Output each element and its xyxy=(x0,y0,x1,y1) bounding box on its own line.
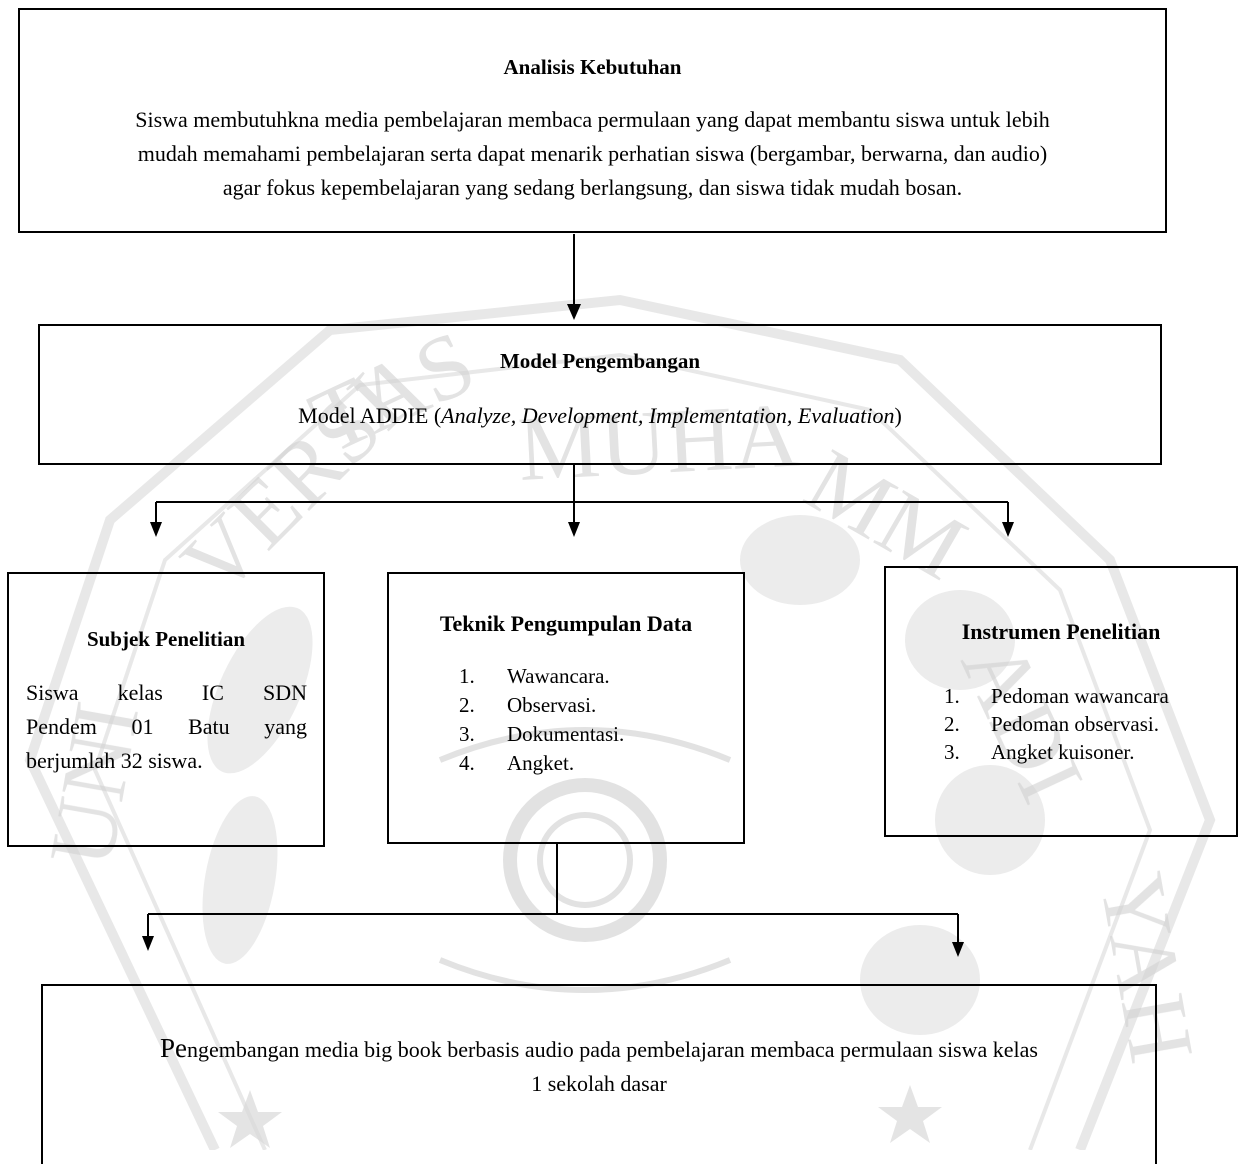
subjek-text: Siswa kelas IC SDN Pendem 01 Batu yang b… xyxy=(26,676,307,778)
list-item: 4. Angket. xyxy=(459,749,624,778)
list-text: Dokumentasi. xyxy=(507,722,625,746)
model-pengembangan-box: Model Pengembangan Model ADDIE (Analyze,… xyxy=(38,324,1162,465)
analisis-title: Analisis Kebutuhan xyxy=(503,55,682,79)
list-number: 1. xyxy=(459,664,475,688)
analisis-text: Siswa membutuhkna media pembelajaran mem… xyxy=(20,103,1165,205)
teknik-pengumpulan-box: Teknik Pengumpulan Data 1. Wawancara. 2. O… xyxy=(387,572,745,844)
hasil-pengembangan-box: Pengembangan media big book berbasis aud… xyxy=(41,984,1157,1164)
list-number: 3. xyxy=(459,722,475,746)
instrumen-penelitian-box: Instrumen Penelitian 1. Pedoman wawancara… xyxy=(884,566,1238,837)
list-text: Wawancara. xyxy=(507,664,610,688)
list-number: 2. xyxy=(459,693,475,717)
model-phases: Analyze, Development, Implementation, Ev… xyxy=(441,403,895,428)
hasil-text: Pengembangan media big book berbasis aud… xyxy=(43,1031,1155,1101)
instrumen-list: 1. Pedoman wawancara 2. Pedoman observasi.… xyxy=(944,682,1169,766)
model-suffix: ) xyxy=(894,403,902,428)
list-item: 1. Pedoman wawancara xyxy=(944,682,1169,710)
model-prefix: Model ADDIE ( xyxy=(298,403,442,428)
list-text: Angket. xyxy=(507,751,575,775)
list-text: Pedoman observasi. xyxy=(991,712,1159,736)
list-item: 3. Dokumentasi. xyxy=(459,720,624,749)
hasil-initial: Pe xyxy=(160,1033,187,1063)
teknik-list: 1. Wawancara. 2. Observasi. 3. Dokumentasi.… xyxy=(459,662,624,778)
analisis-line: agar fokus kepembelajaran yang sedang be… xyxy=(222,175,963,200)
list-item: 3. Angket kuisoner. xyxy=(944,738,1169,766)
hasil-rest: ngembangan media big book berbasis audio… xyxy=(187,1037,1038,1062)
teknik-title: Teknik Pengumpulan Data xyxy=(439,611,693,636)
subjek-line: Pendem 01 Batu yang xyxy=(26,714,307,739)
analisis-line: mudah memahami pembelajaran serta dapat … xyxy=(137,141,1048,166)
subjek-title: Subjek Penelitian xyxy=(86,627,246,651)
list-number: 2. xyxy=(944,712,960,736)
list-number: 3. xyxy=(944,740,960,764)
list-text: Angket kuisoner. xyxy=(991,740,1135,764)
list-text: Pedoman wawancara xyxy=(991,684,1169,708)
subjek-penelitian-box: Subjek Penelitian Siswa kelas IC SDN Pen… xyxy=(7,572,325,847)
list-number: 1. xyxy=(944,684,960,708)
list-item: 1. Wawancara. xyxy=(459,662,624,691)
hasil-line: 1 sekolah dasar xyxy=(531,1071,667,1096)
model-text: Model ADDIE (Analyze, Development, Imple… xyxy=(40,400,1160,432)
analisis-line: Siswa membutuhkna media pembelajaran mem… xyxy=(135,107,1050,132)
hasil-line: Pengembangan media big book berbasis aud… xyxy=(43,1031,1155,1067)
model-title: Model Pengembangan xyxy=(499,349,701,373)
subjek-line: Siswa kelas IC SDN xyxy=(26,680,307,705)
instrumen-title: Instrumen Penelitian xyxy=(961,619,1161,644)
subjek-line: berjumlah 32 siswa. xyxy=(26,748,203,773)
hasil-line-text: Pengembangan media big book berbasis aud… xyxy=(160,1033,1038,1063)
list-item: 2. Pedoman observasi. xyxy=(944,710,1169,738)
list-number: 4. xyxy=(459,751,475,775)
analisis-kebutuhan-box: Analisis Kebutuhan Siswa membutuhkna med… xyxy=(18,8,1167,233)
list-item: 2. Observasi. xyxy=(459,691,624,720)
list-text: Observasi. xyxy=(507,693,597,717)
